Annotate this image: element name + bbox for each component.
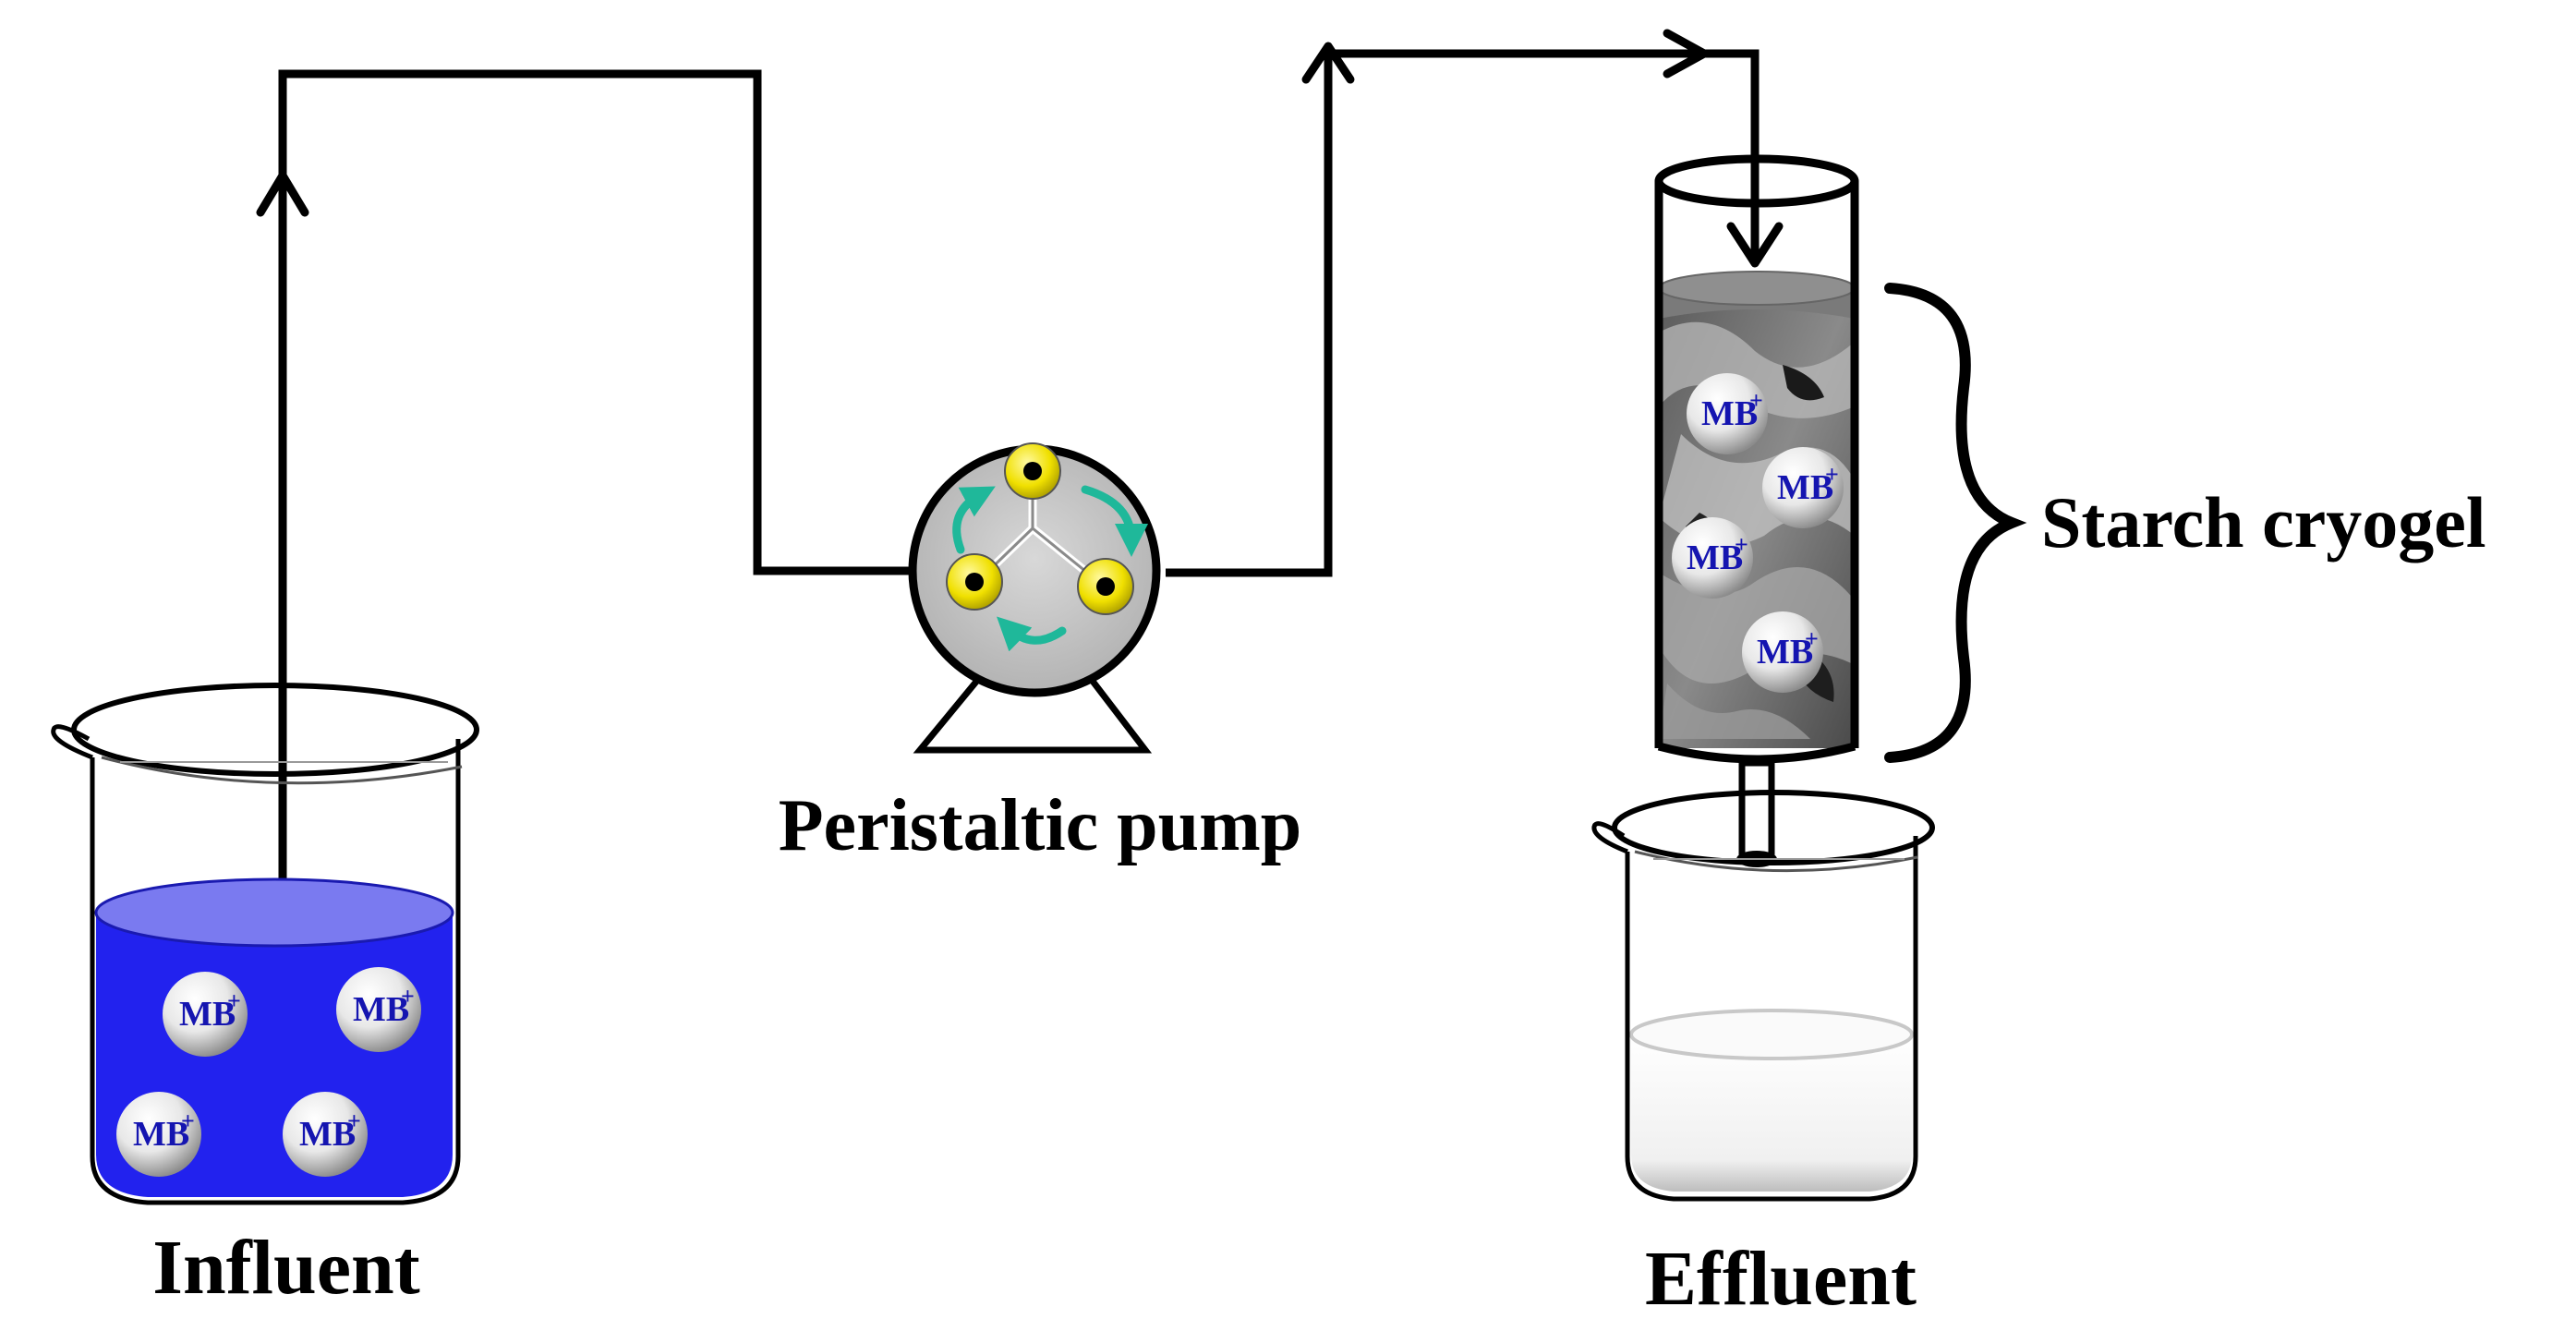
influent-beaker: MB + MB + MB + MB + Influent xyxy=(51,683,479,1311)
ion-charge: + xyxy=(347,1107,361,1134)
ion-charge: + xyxy=(1825,461,1839,488)
ion-label: MB xyxy=(1701,394,1758,433)
ion-label: MB xyxy=(299,1115,356,1154)
ion-charge: + xyxy=(1805,625,1819,652)
effluent-liquid xyxy=(1631,1035,1912,1192)
ion-charge: + xyxy=(1735,531,1748,558)
ion-ball: MB + xyxy=(336,967,421,1052)
ion-ball: MB + xyxy=(163,972,248,1057)
ion-label: MB xyxy=(133,1115,189,1154)
ion-label: MB xyxy=(353,990,409,1029)
pump-label: Peristaltic pump xyxy=(779,785,1302,866)
ion-charge: + xyxy=(181,1107,195,1134)
tube-influent-to-pump xyxy=(278,69,922,882)
ion-ball: MB + xyxy=(1672,517,1753,599)
ion-ball: MB + xyxy=(1687,373,1768,454)
beaker-icon xyxy=(1591,790,1935,1202)
ion-label: MB xyxy=(1777,468,1833,507)
arrow-icon xyxy=(1663,29,1709,79)
flow-arrows xyxy=(256,29,1784,268)
pump-roller xyxy=(1004,442,1061,500)
cryogel-label: Starch cryogel xyxy=(2041,482,2486,563)
rotation-arrows xyxy=(952,485,1148,652)
ion-charge: + xyxy=(1749,387,1763,414)
ion-charge: + xyxy=(227,987,241,1014)
ion-label: MB xyxy=(1687,538,1743,577)
ion-ball: MB + xyxy=(283,1092,368,1177)
pump-roller xyxy=(946,553,1003,611)
ion-charge: + xyxy=(401,983,415,1010)
curly-brace-icon xyxy=(1884,283,2027,763)
beaker-icon xyxy=(51,683,479,1205)
arrow-icon xyxy=(1726,222,1784,268)
ion-label: MB xyxy=(1757,633,1813,672)
ion-ball: MB + xyxy=(1762,447,1844,528)
adsorption-column: MB + MB + MB + MB + Starch cryogel xyxy=(1654,154,2486,867)
ion-label: MB xyxy=(179,995,236,1034)
influent-liquid-surface xyxy=(94,877,454,948)
effluent-label: Effluent xyxy=(1645,1236,1917,1322)
ion-ball: MB + xyxy=(116,1092,201,1177)
arrow-icon xyxy=(1301,42,1355,84)
effluent-beaker: Effluent xyxy=(1591,790,1935,1322)
influent-label: Influent xyxy=(152,1225,419,1311)
peristaltic-pump: Peristaltic pump xyxy=(779,442,1302,866)
peristaltic-pump-icon xyxy=(908,442,1161,754)
ion-ball: MB + xyxy=(1742,611,1823,693)
pump-roller xyxy=(1077,558,1134,615)
arrow-icon xyxy=(256,171,309,217)
